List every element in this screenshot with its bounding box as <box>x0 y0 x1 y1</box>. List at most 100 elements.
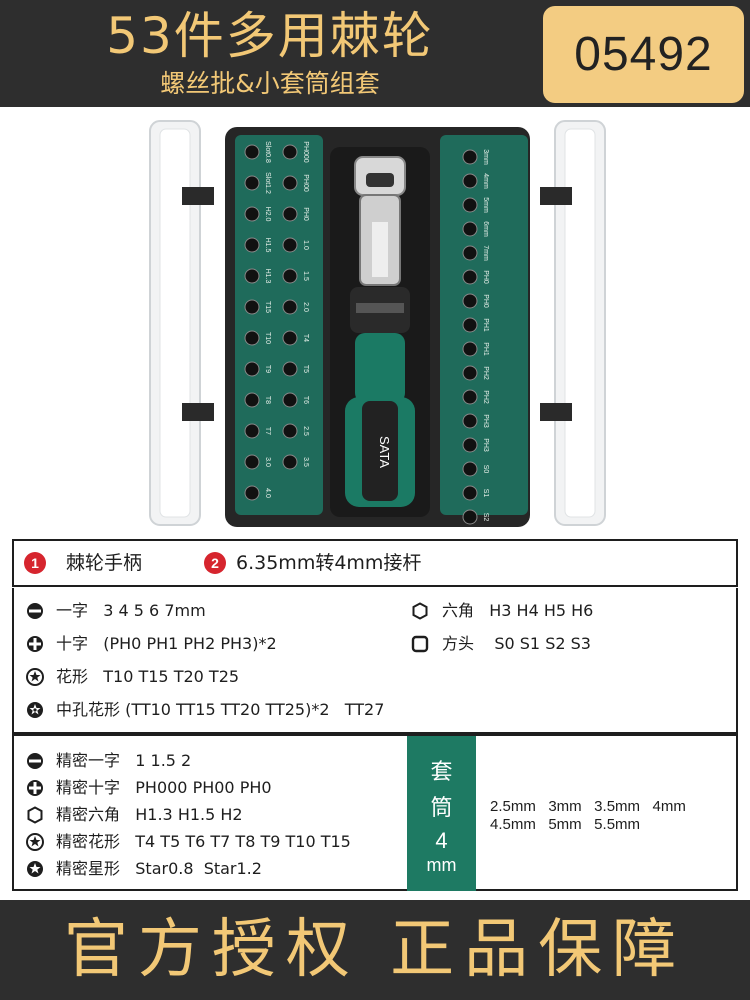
hex-bit-icon <box>412 602 428 620</box>
bit-slot-label: PH3 <box>482 414 489 428</box>
bit-slot <box>244 268 260 284</box>
bit-slot-label: T5 <box>302 365 309 373</box>
bit-slot-label: PH1 <box>482 318 489 332</box>
socket-label-box: 套 筒 4 mm <box>407 736 476 891</box>
bit-slot <box>462 485 478 501</box>
precision-phillips-text: 精密十字 PH000 PH00 PH0 <box>56 778 272 797</box>
bit-slot <box>282 330 298 346</box>
bit-slot-label: PH1 <box>482 342 489 356</box>
bit-slot <box>244 330 260 346</box>
socket-label-size: 4 <box>435 828 448 853</box>
item-number-2: 2 <box>204 552 226 574</box>
bit-slot <box>244 237 260 253</box>
authorized-guarantee-text: 官方授权 正品保障 <box>63 913 687 987</box>
bit-slot <box>244 361 260 377</box>
square-bit-icon <box>411 635 429 653</box>
bit-slot-label: 4.0 <box>264 488 271 498</box>
bit-slot <box>244 454 260 470</box>
bit-slot-label: T7 <box>264 427 271 435</box>
bit-slot-label: T9 <box>264 365 271 373</box>
bit-slot <box>282 206 298 222</box>
slot-bits-text: 一字 3 4 5 6 7mm <box>56 601 206 620</box>
bit-slot <box>244 144 260 160</box>
bit-slot-label: T10 <box>264 332 271 344</box>
product-title: 53件多用棘轮 <box>106 7 434 65</box>
bit-slot-label: PH00 <box>302 174 309 192</box>
precision-slot-icon <box>27 753 43 769</box>
bit-slot-label: 5mm <box>482 197 489 213</box>
bit-slot-label: S0 <box>482 465 489 474</box>
socket-label-unit: mm <box>426 855 457 875</box>
product-subtitle: 螺丝批&小套筒组套 <box>160 69 380 98</box>
bit-slot-label: S2 <box>482 513 489 522</box>
header-banner: 53件多用棘轮 螺丝批&小套筒组套 05492 <box>0 0 750 107</box>
model-badge: 05492 <box>543 6 744 103</box>
socket-sizes-row-1: 2.5mm 3mm 3.5mm 4mm <box>490 798 686 815</box>
bit-slot <box>282 361 298 377</box>
bit-slot <box>462 269 478 285</box>
ratchet-handle-label: 棘轮手柄 <box>66 552 143 574</box>
socket-label-char-2: 筒 <box>430 796 453 821</box>
bit-slot-label: H1.5 <box>264 238 271 253</box>
bit-slot-label: Slot1.2 <box>264 172 271 194</box>
bit-slot <box>244 423 260 439</box>
bit-slot <box>282 237 298 253</box>
bit-slot-label: PH2 <box>482 366 489 380</box>
bit-slot-label: T8 <box>264 396 271 404</box>
bit-slot-label: PH0 <box>302 207 309 221</box>
phillips-bits-text: 十字 (PH0 PH1 PH2 PH3)*2 <box>56 634 277 653</box>
bit-slot-label: H2.0 <box>264 207 271 222</box>
bit-slot <box>462 389 478 405</box>
bit-slot <box>244 206 260 222</box>
precision-hex-text: 精密六角 H1.3 H1.5 H2 <box>56 805 243 824</box>
bit-slot <box>282 423 298 439</box>
bit-slot <box>244 175 260 191</box>
bit-slot <box>462 173 478 189</box>
bit-slot <box>462 413 478 429</box>
bit-slot-label: 3.0 <box>264 457 271 467</box>
precision-star-icon <box>27 861 43 877</box>
right-bit-tray: 3mm4mm5mm6mm7mmPH0PH0PH1PH1PH2PH2PH3PH3S… <box>440 135 528 525</box>
bit-slot <box>282 268 298 284</box>
bit-slot-label: 1.0 <box>302 240 309 250</box>
bit-slot-label: 2.5 <box>302 426 309 436</box>
bit-slot-label: S1 <box>482 489 489 498</box>
bit-slot-label: 3mm <box>482 149 489 165</box>
bit-slot <box>244 485 260 501</box>
ratchet-handle: SATA <box>345 156 415 507</box>
right-clear-lid <box>540 120 606 526</box>
left-clear-lid <box>149 120 214 526</box>
bit-slot <box>462 149 478 165</box>
socket-sizes-row-2: 4.5mm 5mm 5.5mm <box>490 816 641 833</box>
square-bits-text: 方头 S0 S1 S2 S3 <box>442 634 591 653</box>
hex-bits-text: 六角 H3 H4 H5 H6 <box>442 601 594 620</box>
item-number-1: 1 <box>24 552 46 574</box>
bit-slot <box>244 299 260 315</box>
bit-slot <box>462 461 478 477</box>
bit-slot <box>462 437 478 453</box>
bit-slot <box>244 392 260 408</box>
handle-row: 1 棘轮手柄 2 6.35mm转4mm接杆 <box>12 539 738 587</box>
bit-slot <box>462 197 478 213</box>
bit-slot-label: PH000 <box>302 141 309 163</box>
precision-phillips-icon <box>27 780 43 796</box>
bit-slot <box>462 509 478 525</box>
bit-slot-label: PH0 <box>482 270 489 284</box>
tamper-torx-bit-icon <box>27 702 43 718</box>
bit-slot-label: 3.5 <box>302 457 309 467</box>
footer-banner: 官方授权 正品保障 <box>0 900 750 1000</box>
slot-bit-icon <box>27 603 43 619</box>
bits-panel: 一字 3 4 5 6 7mm 十字 (PH0 PH1 PH2 PH3)*2 花形… <box>12 588 738 734</box>
precision-slot-text: 精密一字 1 1.5 2 <box>56 751 192 770</box>
bit-slot <box>282 454 298 470</box>
bit-slot-label: 6mm <box>482 221 489 237</box>
bit-slot <box>462 365 478 381</box>
bit-slot <box>282 144 298 160</box>
precision-torx-text: 精密花形 T4 T5 T6 T7 T8 T9 T10 T15 <box>56 832 351 851</box>
bit-slot-label: T15 <box>264 301 271 313</box>
bit-slot-label: T6 <box>302 396 309 404</box>
bit-slot-label: 2.0 <box>302 302 309 312</box>
socket-label-char-1: 套 <box>430 760 453 785</box>
